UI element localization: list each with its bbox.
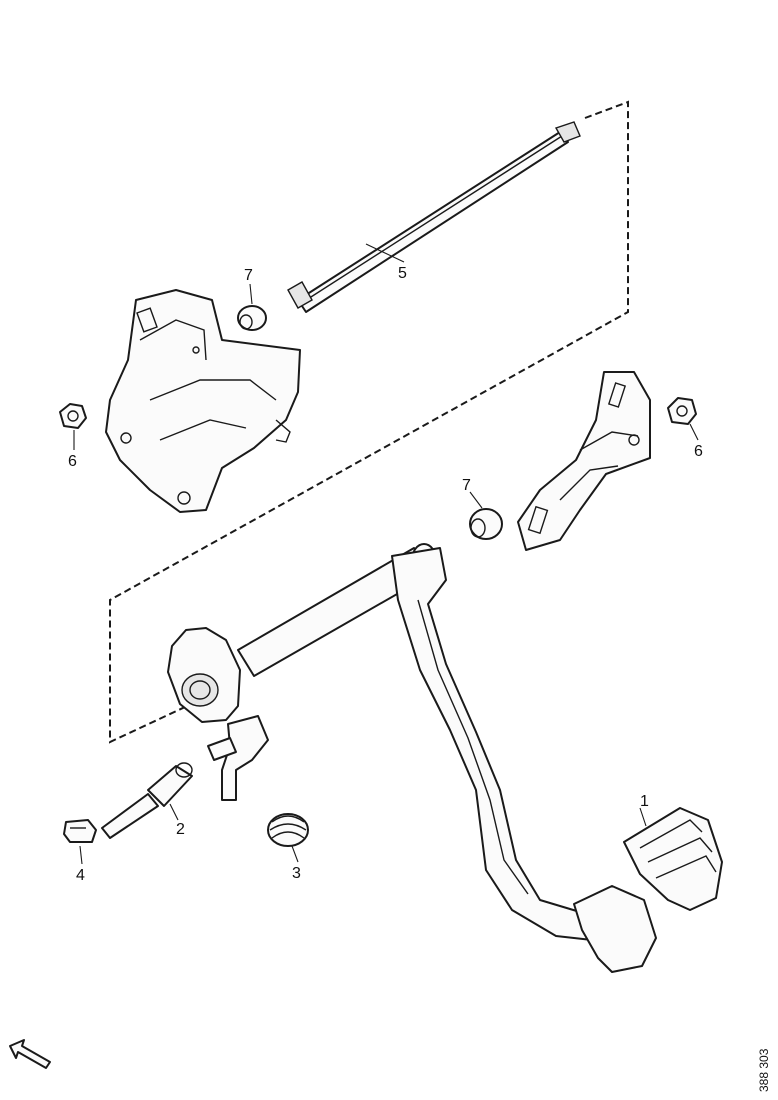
callout-6-right: 6	[694, 443, 703, 460]
clip	[63, 819, 97, 843]
nut-right	[667, 397, 697, 425]
left-bracket	[105, 289, 301, 513]
return-spring	[267, 813, 309, 847]
callout-2: 2	[176, 821, 185, 838]
bushing-top	[237, 305, 267, 331]
callout-labels: 1 2 3 4 5 6 6 7 7	[68, 265, 703, 884]
callout-7-mid: 7	[462, 477, 471, 494]
assembly-guide-lines	[109, 100, 629, 744]
callout-5: 5	[398, 265, 407, 282]
callout-1: 1	[640, 793, 649, 810]
pedal-pad	[623, 807, 723, 911]
leader-lines	[73, 243, 699, 865]
nut-left	[59, 403, 87, 429]
callout-4: 4	[76, 867, 85, 884]
bushing-mid	[469, 508, 503, 540]
pedal-plate	[573, 885, 657, 973]
pushrod	[101, 762, 193, 839]
callout-3: 3	[292, 865, 301, 882]
front-arrow-icon	[9, 1039, 51, 1069]
callout-7-top: 7	[244, 267, 253, 284]
shaft-rod	[287, 121, 581, 313]
pivot-housing	[167, 627, 241, 723]
lever-arm	[207, 715, 269, 801]
callout-6-left: 6	[68, 453, 77, 470]
right-bracket	[517, 371, 651, 551]
pedal-arm	[391, 547, 593, 941]
reference-number: 388 303	[757, 1048, 771, 1092]
